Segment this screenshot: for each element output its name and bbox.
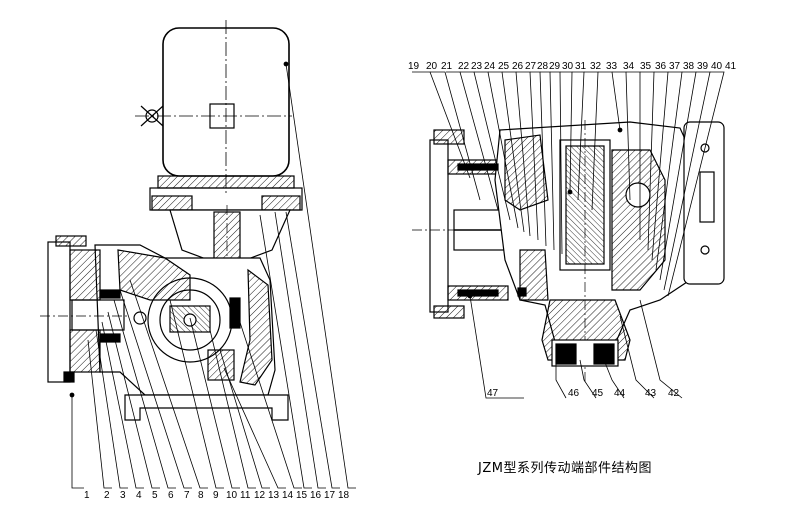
part-label: 12 [254, 490, 266, 501]
part-label: 33 [606, 61, 618, 72]
part-label: 42 [668, 388, 680, 399]
part-label: 38 [683, 61, 695, 72]
left-part-labels: 1 2 3 4 5 6 7 8 9 10 11 12 13 14 15 16 1… [84, 490, 350, 501]
part-label: 14 [282, 490, 294, 501]
left-leader-lines [69, 61, 356, 489]
part-label: 17 [324, 490, 336, 501]
part-label: 18 [338, 490, 350, 501]
part-label: 45 [592, 388, 604, 399]
drawing-caption: JZM型系列传动端部件结构图 [478, 461, 652, 476]
part-label: 3 [120, 490, 126, 501]
part-label: 43 [645, 388, 657, 399]
part-label: 11 [240, 490, 251, 501]
part-label: 47 [487, 388, 499, 399]
part-label: 1 [84, 490, 90, 501]
part-label: 5 [152, 490, 158, 501]
right-top-leader-lines [412, 71, 725, 297]
left-flange [40, 235, 130, 383]
part-label: 24 [484, 61, 496, 72]
part-label: 22 [458, 61, 470, 72]
part-label: 15 [296, 490, 308, 501]
part-label: 21 [441, 61, 453, 72]
part-label: 44 [614, 388, 626, 399]
part-label: 31 [575, 61, 587, 72]
part-label: 19 [408, 61, 420, 72]
part-label: 27 [525, 61, 537, 72]
left-section-view [40, 20, 303, 421]
part-label: 9 [213, 490, 219, 501]
part-label: 32 [590, 61, 602, 72]
part-label: 20 [426, 61, 438, 72]
part-label: 46 [568, 388, 580, 399]
part-label: 26 [512, 61, 524, 72]
right-section-view [412, 120, 725, 385]
motor [135, 20, 303, 211]
part-label: 28 [537, 61, 549, 72]
right-bottom-leader-lines [467, 293, 683, 399]
right-top-part-labels: 19 20 21 22 23 24 25 26 27 28 29 30 31 3… [408, 61, 737, 72]
part-label: 37 [669, 61, 681, 72]
part-label: 41 [725, 61, 737, 72]
part-label: 16 [310, 490, 322, 501]
part-label: 40 [711, 61, 723, 72]
right-bottom-part-labels: 47 46 45 44 43 42 [487, 388, 680, 399]
part-label: 23 [471, 61, 483, 72]
part-label: 39 [697, 61, 709, 72]
gearbox-body [94, 244, 276, 396]
part-label: 25 [498, 61, 510, 72]
part-label: 13 [268, 490, 280, 501]
part-label: 35 [640, 61, 652, 72]
part-label: 10 [226, 490, 238, 501]
left-base [124, 394, 289, 421]
part-label: 7 [184, 490, 190, 501]
part-label: 34 [623, 61, 635, 72]
part-label: 30 [562, 61, 574, 72]
part-label: 29 [549, 61, 561, 72]
part-label: 2 [104, 490, 110, 501]
part-label: 36 [655, 61, 667, 72]
part-label: 8 [198, 490, 204, 501]
part-label: 4 [136, 490, 142, 501]
part-label: 6 [168, 490, 174, 501]
